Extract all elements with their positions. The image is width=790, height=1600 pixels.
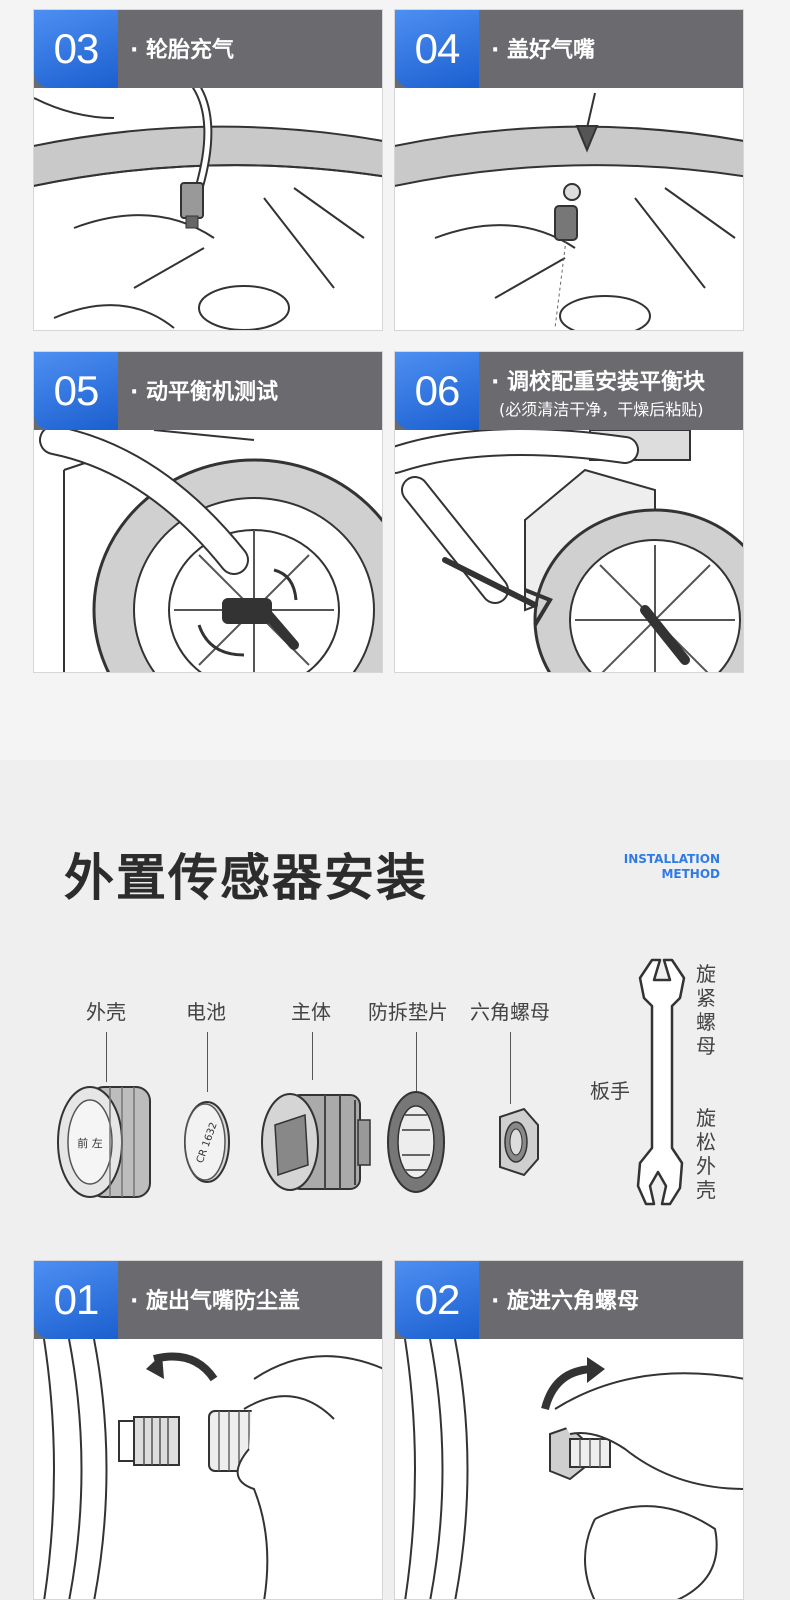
leader-line [510,1032,511,1104]
step-header: 06 · 调校配重安装平衡块 (必须清洁干净，干燥后粘贴) [395,352,743,430]
part-label-gasket: 防拆垫片 [368,1000,448,1024]
tire-inflation-illustration [34,88,382,330]
step-card-02: 02 · 旋进六角螺母 [394,1260,744,1600]
steps-section-top: 03 · 轮胎充气 04 · 盖好气嘴 [0,0,790,760]
sensor-parts-illustration: 前 左 CR 1632 [57,1086,539,1198]
install-section: 外置传感器安装 INSTALLATION METHOD 外壳 电池 主体 防拆垫… [0,760,790,1600]
part-label-hex-nut: 六角螺母 [470,1000,550,1024]
install-en-line1: INSTALLATION [623,852,720,866]
hex-nut-part [499,1107,539,1177]
wrench-top-action: 旋紧螺母 [696,962,716,1058]
step-header: 05 · 动平衡机测试 [34,352,382,430]
part-label-shell: 外壳 [86,1000,126,1024]
battery-part: CR 1632 [184,1101,230,1183]
shell-marking: 前 左 [77,1136,103,1150]
leader-line [312,1032,313,1080]
step-title: · 旋进六角螺母 [491,1289,640,1314]
install-title: 外置传感器安装 [64,849,428,907]
install-subtitle-en: INSTALLATION METHOD [600,852,720,882]
install-en-line2: METHOD [661,867,720,881]
step-card-05: 05 · 动平衡机测试 [33,351,383,673]
step-card-03: 03 · 轮胎充气 [33,9,383,331]
step-number-badge: 01 [34,1261,118,1339]
shell-part: 前 左 [57,1086,151,1198]
step-header: 04 · 盖好气嘴 [395,10,743,88]
step-number-badge: 04 [395,10,479,88]
balance-weight-illustration [395,430,743,672]
step-title: · 盖好气嘴 [491,38,596,63]
wrench-label: 板手 [590,1079,630,1103]
part-label-battery: 电池 [186,1000,226,1024]
step-card-01: 01 · 旋出气嘴防尘盖 [33,1260,383,1600]
step-card-04: 04 · 盖好气嘴 [394,9,744,331]
install-hex-nut-illustration [395,1339,743,1599]
step-title: · 调校配重安装平衡块 [491,370,706,395]
leader-line [106,1032,107,1082]
step-number-badge: 02 [395,1261,479,1339]
step-title: · 动平衡机测试 [130,380,279,405]
step-number-badge: 03 [34,10,118,88]
step-title: · 轮胎充气 [130,38,235,63]
step-number-badge: 05 [34,352,118,430]
gasket-part [387,1091,445,1193]
step-header: 01 · 旋出气嘴防尘盖 [34,1261,382,1339]
step-title: · 旋出气嘴防尘盖 [130,1289,301,1314]
remove-dust-cap-illustration [34,1339,382,1599]
part-label-body: 主体 [291,1000,331,1024]
wrench-bottom-action: 旋松外壳 [696,1106,716,1202]
step-header: 02 · 旋进六角螺母 [395,1261,743,1339]
balancing-machine-illustration [34,430,382,672]
wrench-icon [636,958,686,1206]
sensor-body-part [261,1093,371,1191]
leader-line [416,1032,417,1092]
step-number-badge: 06 [395,352,479,430]
step-card-06: 06 · 调校配重安装平衡块 (必须清洁干净，干燥后粘贴) [394,351,744,673]
step-note: (必须清洁干净，干燥后粘贴) [499,400,704,419]
leader-line [207,1032,208,1092]
cap-valve-illustration [395,88,743,330]
step-header: 03 · 轮胎充气 [34,10,382,88]
